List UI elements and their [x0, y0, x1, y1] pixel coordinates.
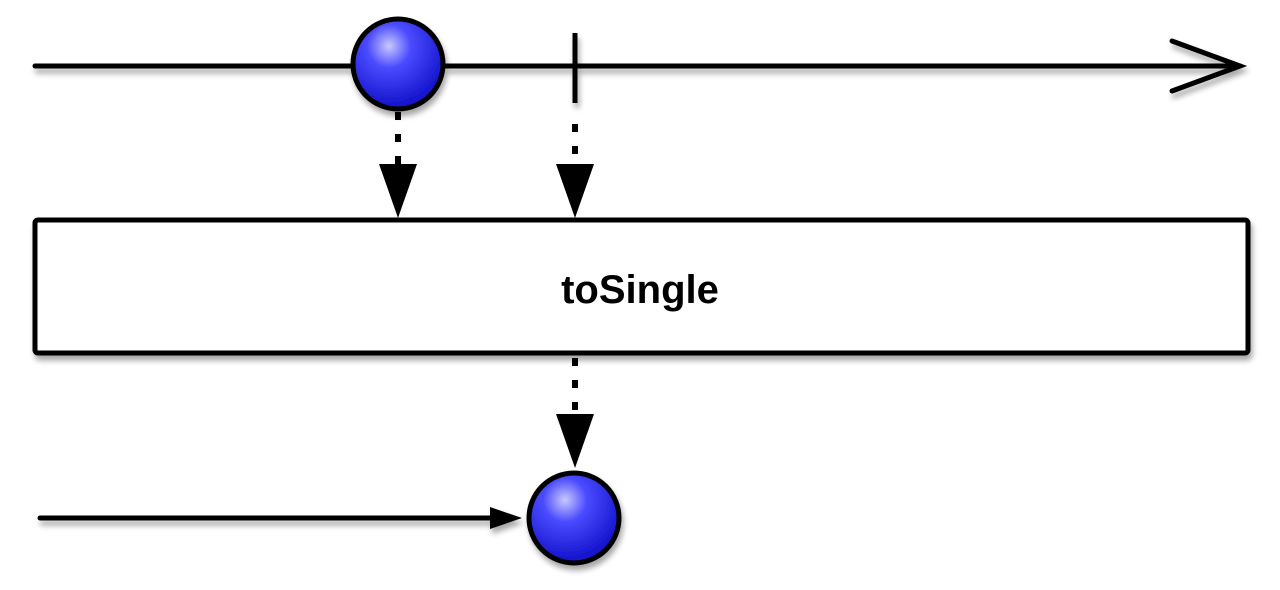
output-emission-arrow — [556, 358, 594, 468]
operator-label: toSingle — [561, 268, 719, 312]
output-emission-arrowhead-icon — [556, 414, 594, 468]
operator-box — [32, 217, 1251, 356]
result-marble — [526, 470, 622, 566]
source-timeline — [32, 16, 1248, 112]
operator-box-rect — [32, 217, 1251, 356]
filled-arrowhead-icon — [490, 507, 522, 529]
marble-emission-arrowhead-icon — [379, 164, 417, 218]
completion-emission-arrowhead-icon — [556, 164, 594, 218]
open-arrowhead-icon — [1169, 38, 1248, 94]
source-marble — [350, 16, 446, 112]
emission-arrows — [379, 112, 594, 218]
result-timeline — [37, 470, 622, 566]
